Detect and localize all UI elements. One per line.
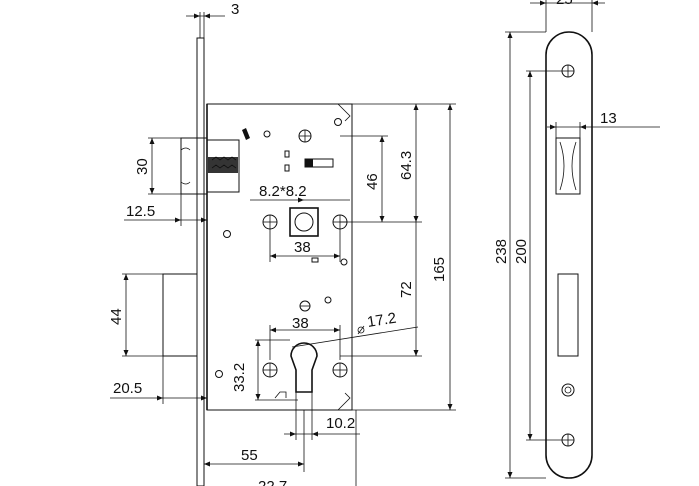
label-cylinder-diameter: 17.2	[366, 310, 398, 331]
arrow-head	[194, 13, 200, 19]
label-cylinder-spacing: 38	[292, 315, 309, 332]
slot	[311, 257, 319, 263]
arrow-head	[157, 395, 163, 401]
arrow-head	[334, 253, 340, 259]
arrow-head	[379, 136, 385, 142]
arrow-head	[298, 461, 304, 467]
arrow-head	[413, 216, 419, 222]
lock-case	[206, 103, 353, 411]
rivet	[334, 118, 342, 126]
arrow-head	[149, 138, 155, 144]
arrow-head	[312, 431, 318, 437]
slot	[284, 164, 290, 172]
arrow-head	[507, 472, 513, 478]
latch-curve	[180, 147, 191, 151]
arrow-head	[527, 434, 533, 440]
arrow-head	[270, 253, 276, 259]
arrow-head	[201, 395, 207, 401]
arrow-head	[255, 394, 261, 400]
cam-detail	[274, 391, 287, 399]
cyl-diameter-leader	[291, 326, 419, 348]
arrow-head	[507, 32, 513, 38]
case-corner-top	[337, 103, 351, 122]
arrow-head	[413, 104, 419, 110]
label-faceplate-thickness: 3	[231, 1, 239, 18]
arrow-head	[123, 274, 129, 280]
front-view	[505, 0, 660, 479]
label-dim-64: 64.3	[398, 151, 415, 180]
arrow-head	[201, 217, 207, 223]
latch-window-detail	[559, 141, 577, 191]
label-backset: 55	[241, 447, 258, 464]
label-cylinder-slot: 10.2	[326, 415, 355, 432]
arrow-head	[149, 188, 155, 194]
arrow-head	[447, 104, 453, 110]
latch-lever	[242, 128, 250, 140]
cylinder-profile	[290, 342, 318, 393]
arrow-head	[379, 216, 385, 222]
dead-bolt	[162, 273, 198, 357]
diameter-symbol-slash	[357, 325, 365, 335]
arrow-head	[334, 327, 340, 333]
arrow-head	[175, 217, 181, 223]
label-latch-window: 13	[600, 110, 617, 127]
pin-hole	[324, 296, 332, 304]
arrow-head	[413, 350, 419, 356]
latch-window	[555, 137, 581, 195]
label-screw-spacing: 200	[513, 239, 530, 264]
label-bolt-projection: 20.5	[113, 380, 142, 397]
case-corner-bottom	[337, 392, 351, 411]
rivet	[215, 370, 223, 378]
arrow-head	[447, 404, 453, 410]
label-dim-72: 72	[398, 281, 415, 298]
arrow-head	[204, 461, 210, 467]
label-bolt-height: 44	[108, 308, 125, 325]
latch-curve	[180, 181, 191, 185]
arrow-head	[592, 0, 598, 6]
arrow-head	[204, 13, 210, 19]
label-latch-height: 30	[134, 158, 151, 175]
arrow-head	[255, 340, 261, 346]
latch-body	[206, 139, 240, 193]
label-spindle-square: 8.2*8.2	[259, 183, 307, 200]
pin-hole	[340, 258, 348, 266]
label-dim-165: 165	[431, 257, 448, 282]
pin-hole	[263, 130, 271, 138]
rivet	[223, 230, 231, 238]
label-spindle-spacing: 38	[294, 239, 311, 256]
faceplate-strip	[196, 37, 205, 486]
arrow-head	[550, 124, 556, 130]
latch-bolt	[180, 137, 208, 195]
label-bottom-partial: 22.7	[258, 478, 287, 486]
cylinder-hole-inner	[564, 386, 572, 394]
arrow-head	[290, 431, 296, 437]
spring-block	[208, 157, 238, 173]
label-latch-projection: 12.5	[126, 203, 155, 220]
arrow-head	[527, 71, 533, 77]
arrow-head	[270, 327, 276, 333]
spindle-hub	[289, 207, 319, 237]
label-cylinder-height: 33.2	[231, 363, 248, 392]
arrow-head	[580, 124, 586, 130]
arrow-head	[298, 197, 304, 203]
arrow-head	[123, 350, 129, 356]
side-view	[110, 12, 456, 486]
bolt-window	[557, 273, 579, 357]
faceplate	[545, 31, 593, 479]
label-faceplate-length: 238	[493, 239, 510, 264]
cylinder-hole	[561, 383, 575, 397]
slot	[284, 150, 290, 158]
label-faceplate-width: 25	[556, 0, 573, 8]
catch-block	[305, 159, 313, 167]
diameter-symbol	[357, 326, 365, 334]
arrow-head	[540, 0, 546, 6]
spindle-circle	[294, 212, 314, 232]
label-dim-46: 46	[364, 173, 381, 190]
